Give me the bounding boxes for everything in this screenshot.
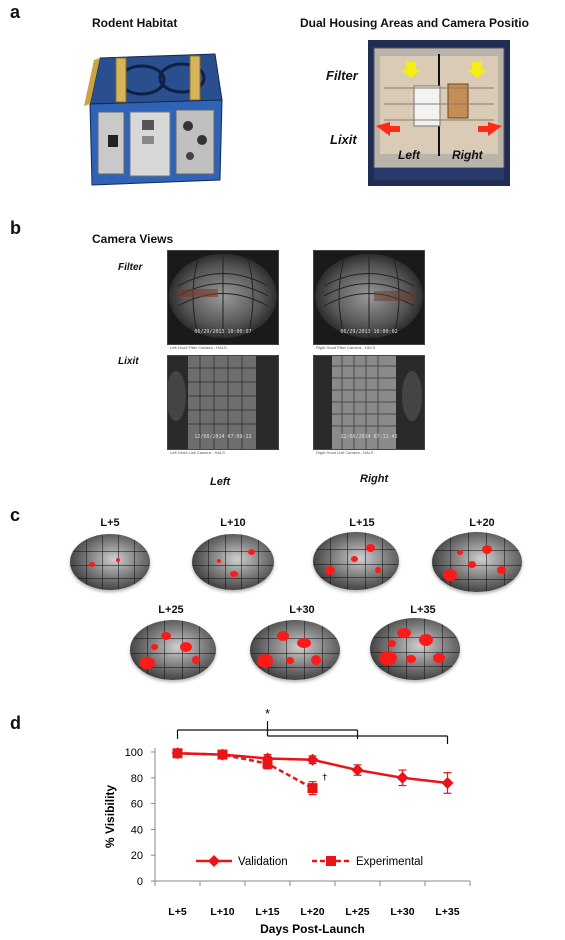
camera-caption: Left Hood Lixit Camera - HALS (170, 450, 225, 455)
x-tick-label: L+35 (435, 906, 459, 918)
x-axis-label: Days Post-Launch (260, 922, 365, 936)
data-point (396, 771, 409, 784)
panel-b-right-label: Right (360, 473, 389, 485)
data-point (307, 783, 318, 794)
dagger-annotation: † (323, 773, 328, 783)
legend-marker-experimental (326, 856, 336, 866)
heatmap-ellipse (370, 618, 460, 680)
significance-star: * (265, 706, 270, 721)
heatmap-ellipse (192, 534, 274, 590)
legend-label-experimental: Experimental (356, 856, 423, 868)
panel-a-filter-label: Filter (326, 68, 358, 83)
legend-marker-validation (208, 855, 220, 867)
x-tick-label: L+10 (210, 906, 234, 918)
y-tick-label: 40 (131, 824, 143, 836)
heatmap-ellipse (130, 620, 216, 680)
data-point (172, 748, 183, 759)
camera-timestamp: 06/29/2013 10:00:07 (194, 329, 252, 335)
panel-d-letter: d (10, 713, 21, 733)
timepoint-label: L+35 (410, 604, 436, 616)
panel-b-letter: b (10, 218, 21, 238)
camera-view-right-lixit: 12/08/2014 07:12:42 (313, 355, 425, 450)
camera-caption: Right Hood Filter Camera - HALS (316, 345, 376, 350)
y-tick-label: 60 (131, 799, 143, 811)
data-point (306, 753, 319, 766)
heatmap-ellipse (250, 620, 340, 680)
panel-b-left-label: Left (210, 476, 231, 488)
camera-timestamp: 12/08/2014 07:12:42 (340, 434, 398, 440)
camera-view-left-lixit: 12/08/2014 07:09:22 (167, 355, 279, 450)
heatmap-ellipse (313, 532, 399, 590)
camera-timestamp: 06/29/2013 10:00:02 (340, 329, 398, 335)
y-tick-label: 20 (131, 850, 143, 862)
panel-a-lixit-label: Lixit (330, 132, 357, 147)
camera-view-right-filter: 06/29/2013 10:00:02 (313, 250, 425, 345)
timepoint-label: L+20 (469, 517, 495, 529)
y-tick-label: 0 (137, 876, 143, 888)
x-tick-label: L+20 (300, 906, 324, 918)
camera-view-left-filter: 06/29/2013 10:00:07 (167, 250, 279, 345)
panel-b-title: Camera Views (92, 232, 174, 246)
y-axis-label: % Visibility (103, 785, 117, 848)
panel-a-right-title: Dual Housing Areas and Camera Positio (300, 16, 529, 30)
y-tick-label: 100 (125, 747, 143, 759)
camera-timestamp: 12/08/2014 07:09:22 (194, 434, 252, 440)
heatmap-ellipse (432, 532, 522, 592)
timepoint-label: L+30 (289, 604, 315, 616)
timepoint-label: L+15 (349, 517, 375, 529)
panel-a-left-title: Rodent Habitat (92, 16, 178, 30)
data-point (441, 776, 454, 789)
timepoint-label: L+25 (158, 604, 184, 616)
panel-a-right-label: Right (452, 148, 483, 162)
data-point (351, 764, 364, 777)
series-line-experimental (177, 752, 314, 790)
x-tick-label: L+30 (390, 906, 414, 918)
data-point (217, 749, 228, 760)
heatmap-ellipse (70, 534, 150, 590)
panel-a-letter: a (10, 2, 21, 22)
x-tick-label: L+25 (345, 906, 369, 918)
x-tick-label: L+15 (255, 906, 279, 918)
panel-b-lixit-label: Lixit (118, 356, 139, 367)
y-tick-label: 80 (131, 773, 143, 785)
legend-label-validation: Validation (238, 856, 288, 868)
camera-caption: Right Hood Lixit Camera - HALS (316, 450, 374, 455)
data-point (262, 758, 273, 769)
dual-housing-image: Left Right (368, 40, 510, 186)
camera-caption: Left Hood Filter Camera - HALS (170, 345, 227, 350)
panel-b-filter-label: Filter (118, 262, 143, 273)
timepoint-label: L+5 (100, 517, 120, 529)
timepoint-label: L+10 (220, 517, 246, 529)
rodent-habitat-image (70, 40, 230, 190)
x-tick-label: L+5 (168, 906, 187, 918)
panel-a-left-label: Left (398, 148, 420, 162)
panel-c-letter: c (10, 505, 21, 525)
